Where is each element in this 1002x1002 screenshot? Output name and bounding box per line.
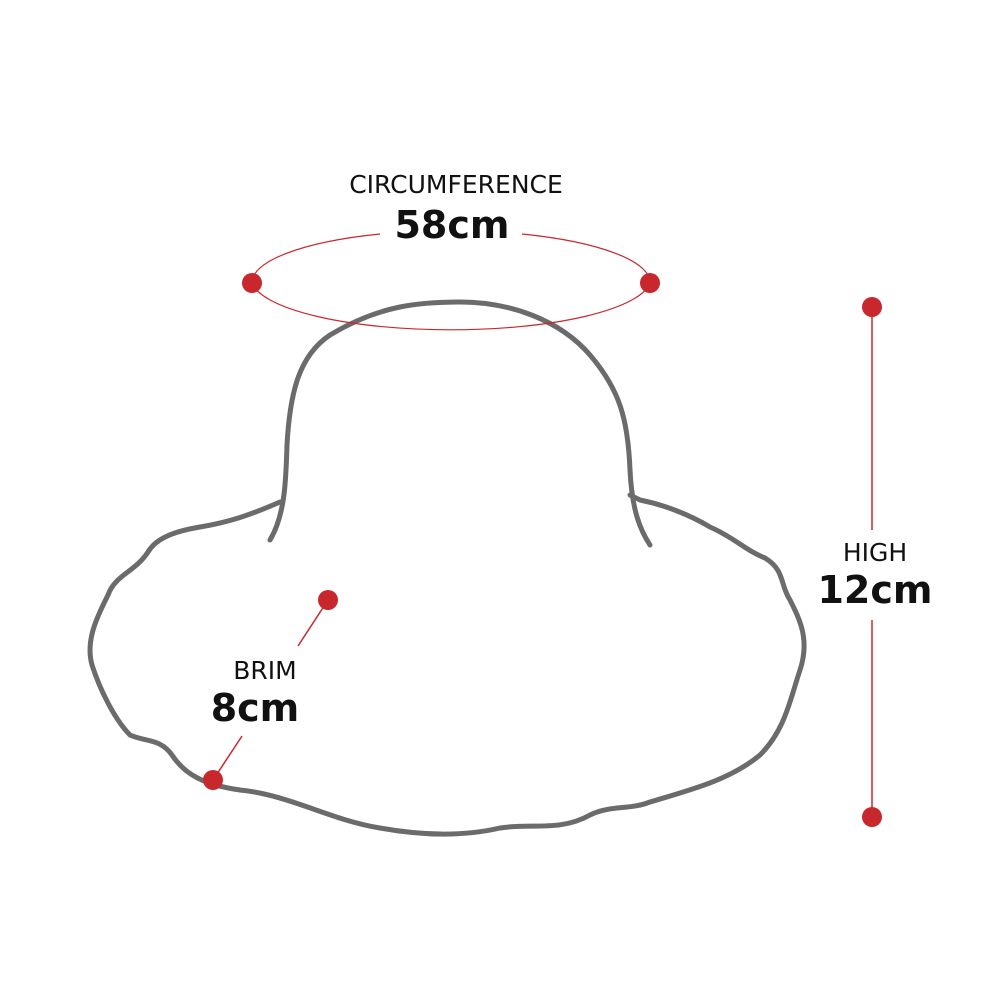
height-value: 12cm bbox=[817, 568, 933, 612]
circumference-ellipse bbox=[251, 233, 651, 331]
hat-brim-outline bbox=[87, 492, 807, 837]
hat-crown-outline bbox=[267, 299, 653, 548]
circumference-label: CIRCUMFERENCE bbox=[349, 170, 563, 199]
height-label: HIGH bbox=[842, 538, 908, 567]
brim-value: 8cm bbox=[210, 686, 300, 730]
circumference-left-dot bbox=[242, 273, 262, 293]
brim-top-dot bbox=[318, 590, 338, 610]
circumference-value: 58cm bbox=[394, 203, 510, 247]
height-bottom-dot bbox=[862, 807, 882, 827]
height-top-dot bbox=[862, 297, 882, 317]
brim-label: BRIM bbox=[233, 656, 297, 685]
circumference-right-dot bbox=[640, 273, 660, 293]
brim-bottom-dot bbox=[203, 770, 223, 790]
